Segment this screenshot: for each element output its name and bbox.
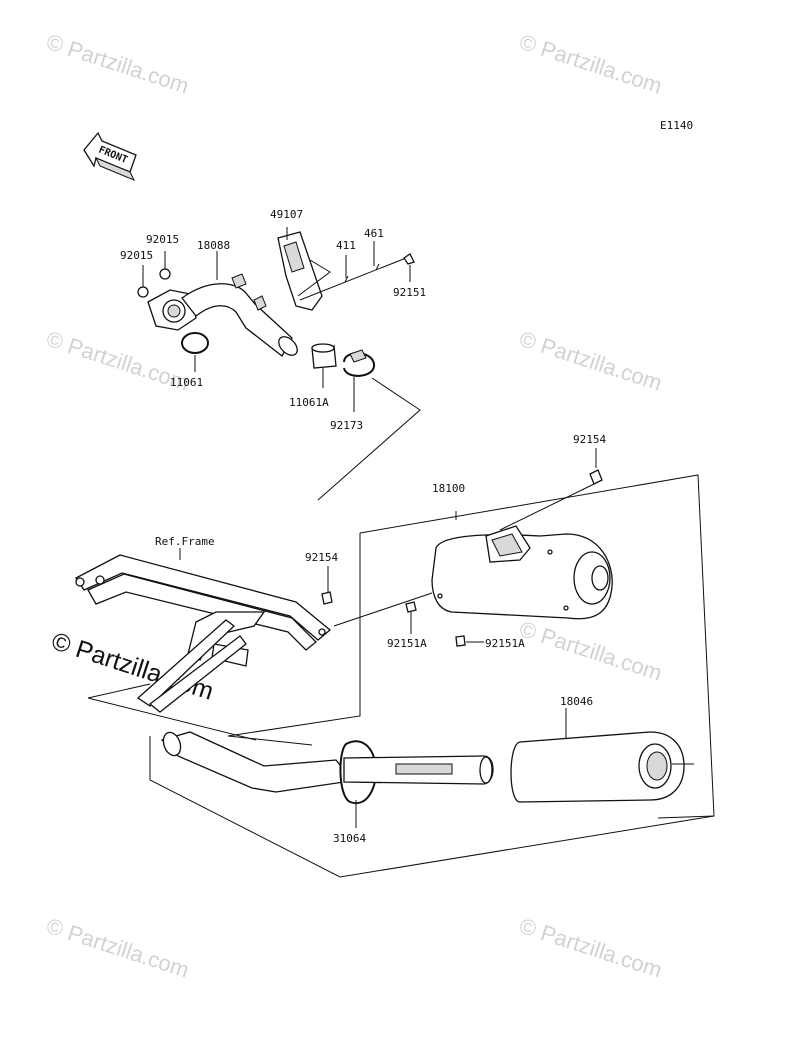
part-label-18088: 18088 <box>197 239 230 252</box>
gasket-ring <box>181 332 209 354</box>
part-label-18046: 18046 <box>560 695 593 708</box>
watermark-text: © Partzilla.com <box>516 913 665 983</box>
part-label-461: 461 <box>364 227 384 240</box>
rear-frame <box>75 554 332 713</box>
ref-frame-label: Ref.Frame <box>155 535 215 548</box>
bolt-icon <box>321 591 333 605</box>
muffler <box>431 525 613 620</box>
nut-icon <box>159 268 171 280</box>
part-label-92151: 92151 <box>393 286 426 299</box>
part-label-92151a: 92151A <box>387 637 427 650</box>
bolt-icon <box>403 253 415 265</box>
bolt-icon <box>405 601 417 613</box>
mid-pipe <box>160 731 494 805</box>
part-label-92151a: 92151A <box>485 637 525 650</box>
silencer-cover <box>510 731 685 803</box>
watermark-text: © Partzilla.com <box>516 29 665 99</box>
header-pipe-assembly <box>137 227 421 501</box>
front-arrow-icon: FRONT <box>83 131 137 181</box>
watermark-text: © Partzilla.com <box>43 29 192 99</box>
bolt-icon <box>455 635 466 647</box>
nut-icon <box>137 286 149 298</box>
watermark-text: © Partzilla.com <box>43 913 192 983</box>
part-label-411: 411 <box>336 239 356 252</box>
watermark-text: © Partzilla.com <box>516 326 665 396</box>
heat-guard <box>277 231 323 311</box>
part-label-92015: 92015 <box>146 233 179 246</box>
part-label-11061: 11061 <box>170 376 203 389</box>
diagram-code: E1140 <box>660 119 693 132</box>
part-label-92154: 92154 <box>573 433 606 446</box>
part-label-92154: 92154 <box>305 551 338 564</box>
part-label-11061a: 11061A <box>289 396 329 409</box>
part-label-92173: 92173 <box>330 419 363 432</box>
part-label-31064: 31064 <box>333 832 366 845</box>
watermark-text: © Partzilla.com <box>516 616 665 686</box>
part-label-49107: 49107 <box>270 208 303 221</box>
bolt-icon <box>589 469 603 485</box>
part-label-18100: 18100 <box>432 482 465 495</box>
part-label-92015: 92015 <box>120 249 153 262</box>
